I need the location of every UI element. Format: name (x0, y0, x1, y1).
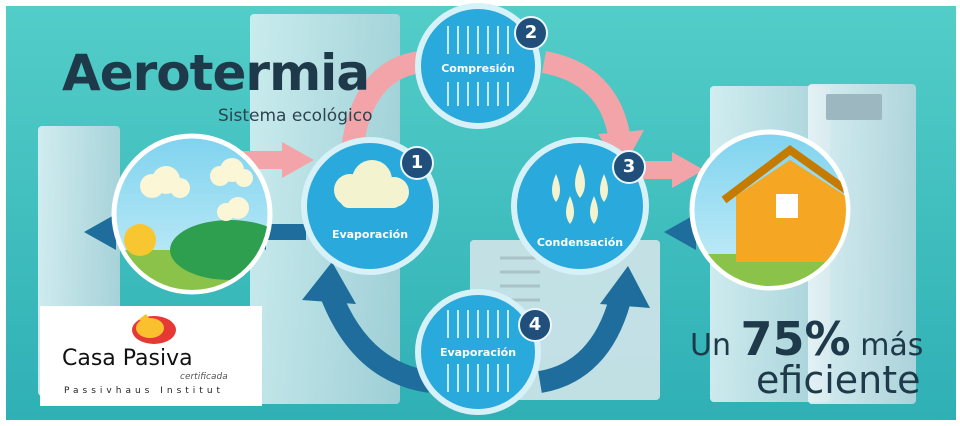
page-title: Aerotermia (62, 44, 370, 102)
stage-label-4: Evaporación (439, 346, 517, 359)
cloud-icon (140, 158, 253, 221)
efficiency-suffix: más (860, 328, 924, 363)
stage-label-2: Compresión (441, 62, 515, 75)
stage-circle-2 (415, 3, 541, 129)
efficiency-percent: 75% (740, 312, 851, 366)
warm-arrowhead-loop-right (598, 130, 644, 170)
droplets-icon (552, 164, 608, 224)
stage-badge-1: 1 (400, 146, 434, 180)
warm-arrow-loop-right (541, 51, 631, 142)
warm-arrowhead-out (672, 152, 704, 188)
sun-icon (124, 224, 156, 256)
efficiency-word: eficiente (756, 358, 921, 402)
cool-arrowhead-house (664, 214, 696, 250)
cool-arrowhead-loop-right (600, 266, 650, 308)
efficiency-prefix: Un (690, 328, 731, 363)
cool-arrowhead-loop-left (302, 262, 356, 304)
stage-label-3: Condensación (536, 236, 624, 249)
cool-arrowhead-left (84, 214, 116, 250)
cool-arrow-loop-right (537, 296, 631, 393)
efficiency-claim: Un 75% más (690, 312, 923, 366)
logo-institute: Passivhaus Institut (64, 386, 225, 396)
stage-badge-2: 2 (514, 16, 548, 50)
logo-emblem-icon (132, 314, 176, 344)
compression-arrows-icon (447, 26, 509, 106)
page-subtitle: Sistema ecológico (218, 106, 373, 126)
logo-name: Casa Pasiva (62, 346, 193, 371)
stage-circle-4 (415, 289, 541, 415)
stage-label-1: Evaporación (331, 228, 409, 241)
expansion-arrows-icon (447, 310, 509, 392)
stage-badge-3: 3 (612, 150, 646, 184)
unit-display (826, 94, 882, 120)
logo-certified: certificada (180, 372, 228, 382)
casa-pasiva-logo: Casa Pasiva certificada Passivhaus Insti… (40, 306, 262, 406)
cool-arrow-loop-left (319, 288, 432, 393)
warm-arrowhead-in (282, 142, 314, 178)
stage-badge-4: 4 (518, 308, 552, 342)
cloud-icon (334, 160, 409, 208)
warm-arrow-loop-left (341, 51, 423, 152)
